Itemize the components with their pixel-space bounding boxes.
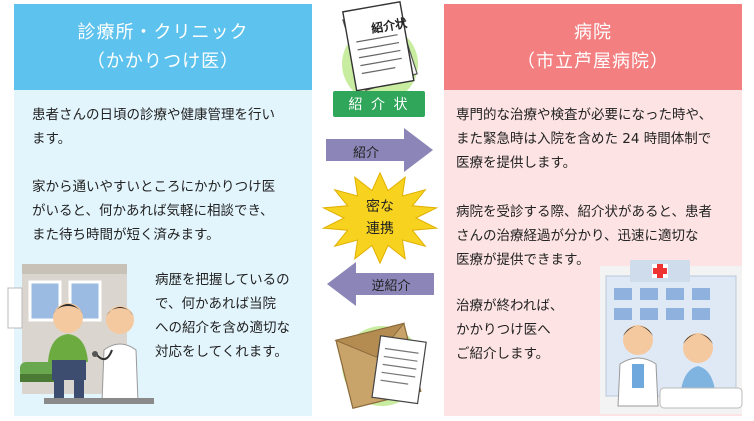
clinic-header: 診療所・クリニック （かかりつけ医）: [14, 4, 312, 90]
reverse-referral-arrow-label: 逆紹介: [371, 278, 411, 294]
referral-arrow-label: 紹介: [352, 145, 379, 161]
hospital-paragraph-1: 専門的な治療や検査が必要になった時や、 また緊急時は入院を含めた 24 時間体制…: [456, 107, 713, 171]
hospital-panel: 病院 （市立芦屋病院） 専門的な治療や検査が必要になった時や、 また緊急時は入院…: [444, 4, 743, 416]
close-cooperation-text: 密な 連携: [366, 199, 394, 237]
clinic-panel: 診療所・クリニック （かかりつけ医） 患者さんの日頃の診療や健康管理を行い ます…: [7, 4, 312, 416]
close-cooperation-burst: [321, 171, 439, 265]
clinic-paragraph-1: 患者さんの日頃の診療や健康管理を行い ます。: [32, 107, 275, 147]
clinic-title: 診療所・クリニック: [77, 22, 249, 43]
hospital-title: 病院: [574, 22, 612, 43]
envelope-illustration: [334, 322, 427, 409]
hospital-paragraph-2: 病院を受診する際、紹介状があると、患者 さんの治療経過が分かり、迅速に適切な 医…: [456, 204, 712, 268]
clinic-doctor-illustration: [7, 264, 154, 404]
referral-letter-illustration: [342, 0, 418, 102]
referral-arrow-right: [326, 128, 433, 172]
referral-letter-badge: 紹 介 状: [333, 91, 425, 117]
clinic-paragraph-2: 家から通いやすいところにかかりつけ医 がいると、何かあれば気軽に相談でき、 また…: [32, 179, 276, 243]
hospital-header: 病院 （市立芦屋病院）: [444, 4, 742, 90]
reverse-referral-arrow-left: [327, 262, 434, 306]
hospital-paragraph-3: 治療が終われば、 かかりつけ医へ ご紹介します。: [456, 298, 564, 362]
clinic-subtitle: （かかりつけ医）: [86, 51, 240, 72]
hospital-illustration: [600, 260, 743, 414]
clinic-paragraph-3: 病歴を把握しているの で、何かあれば当院 への紹介を含め適切な 対応をしてくれま…: [155, 272, 290, 360]
hospital-subtitle: （市立芦屋病院）: [517, 51, 669, 72]
